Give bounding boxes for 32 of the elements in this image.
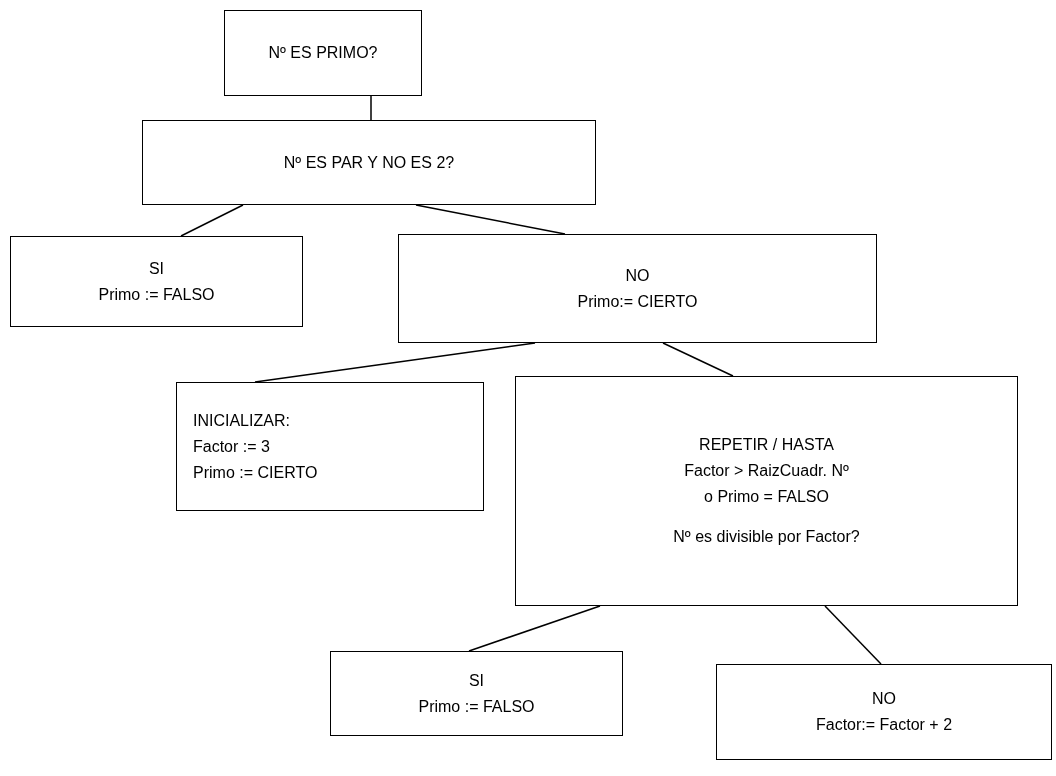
box-text: Nº ES PAR Y NO ES 2? <box>283 153 455 172</box>
box-text: Nº es divisible por Factor? <box>673 528 860 546</box>
box-text: NO <box>872 690 896 708</box>
box-text: INICIALIZAR: <box>193 411 290 430</box>
connector-line <box>468 605 601 652</box>
connector-line <box>662 342 734 377</box>
connector-line <box>415 204 566 235</box>
process-box <box>515 376 1018 606</box>
connector-line <box>370 95 372 121</box>
process-box <box>10 236 303 327</box>
process-box <box>142 120 596 205</box>
box-text: o Primo = FALSO <box>704 488 829 506</box>
process-box <box>176 382 484 511</box>
connector-line <box>824 605 882 665</box>
process-box <box>330 651 623 736</box>
box-text: Nº ES PRIMO? <box>268 44 378 62</box>
box-text: Primo := FALSO <box>418 697 535 716</box>
box-text: Primo := FALSO <box>98 285 215 304</box>
process-box <box>398 234 877 343</box>
connector-line <box>180 204 244 237</box>
box-text: Factor := 3 <box>193 437 270 456</box>
box-text: REPETIR / HASTA <box>699 436 834 454</box>
box-text: SI <box>468 671 485 690</box>
process-box <box>716 664 1052 760</box>
box-text: NO <box>625 266 650 285</box>
box-text: SI <box>148 259 165 278</box>
box-text: Factor:= Factor + 2 <box>815 716 953 734</box>
connector-line <box>254 342 536 383</box>
process-box <box>224 10 422 96</box>
box-text: Primo := CIERTO <box>193 463 318 482</box>
box-text: Factor > RaizCuadr. Nº <box>684 462 849 480</box>
box-text: Primo:= CIERTO <box>577 292 698 311</box>
